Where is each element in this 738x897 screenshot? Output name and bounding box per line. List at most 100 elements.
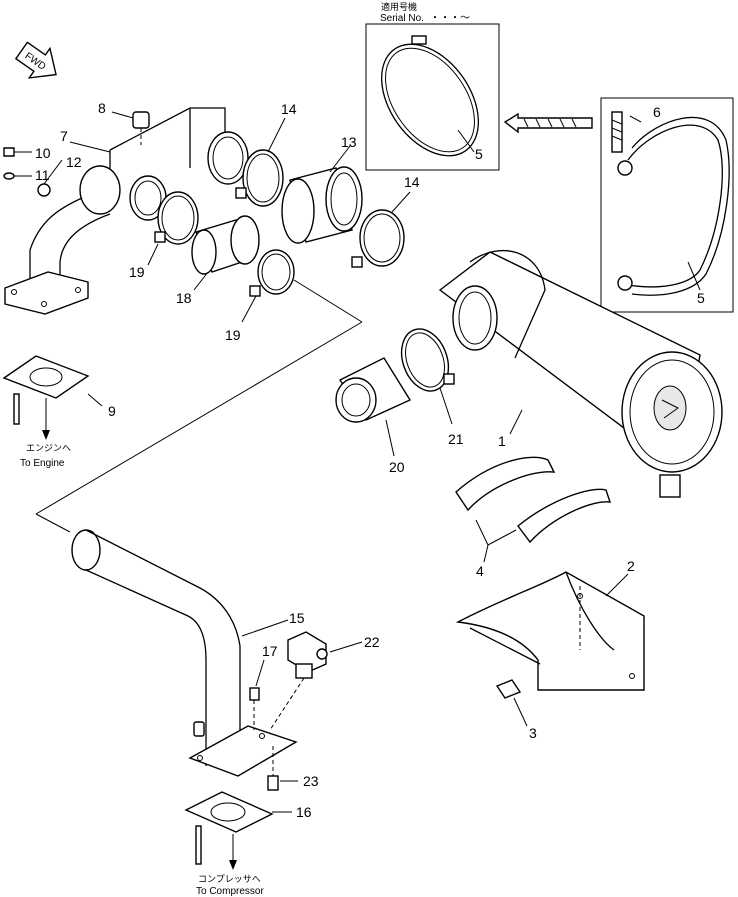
leader-9 <box>87 393 103 407</box>
pipe-top-edge <box>109 107 226 151</box>
gasket-16-group: コンプレッサへ To Compressor <box>184 791 292 897</box>
stud-16 <box>195 825 202 865</box>
callout-6: 6 <box>653 104 661 120</box>
callout-22: 22 <box>364 634 380 650</box>
callout-23: 23 <box>303 773 319 789</box>
bolt-17 <box>249 687 260 701</box>
serial-title-jp: 適用号機 <box>381 1 417 13</box>
leader-2 <box>605 573 629 597</box>
pointer-arrow <box>503 112 593 134</box>
strap-eye-bottom <box>617 275 633 291</box>
sensor-22-base <box>295 663 313 679</box>
elbow-inner-curve <box>59 213 111 263</box>
callout-11: 11 <box>35 167 50 183</box>
fwd-arrow: FWD <box>14 41 57 79</box>
band-ring-inset <box>380 43 480 157</box>
pipe-outlet-upper <box>207 131 249 185</box>
plug-8 <box>132 111 150 129</box>
callout-16: 16 <box>296 804 312 820</box>
clamp-19-lower-screw <box>249 285 261 297</box>
clamp-14-upper-screw <box>235 187 247 199</box>
leader-18 <box>193 271 209 291</box>
callout-4: 4 <box>476 563 484 579</box>
hose-18-end-b <box>230 215 260 265</box>
leader-14b <box>391 191 411 213</box>
saddle-4a <box>455 456 556 512</box>
leader-6 <box>629 115 642 123</box>
bolt-10-group <box>3 147 32 180</box>
leader-19a <box>147 243 159 266</box>
leader-12 <box>43 159 63 185</box>
callout-9: 9 <box>108 403 116 419</box>
serial-title-en: Serial No. <box>380 13 424 24</box>
callout-1: 1 <box>498 433 506 449</box>
callout-5-serial: 5 <box>475 146 483 162</box>
callout-5-strap: 5 <box>697 290 705 306</box>
lower-pipe-15 <box>71 529 298 777</box>
leader-17 <box>255 659 265 687</box>
band-ring-inner <box>385 47 475 153</box>
bolt-10 <box>3 147 15 157</box>
engine-label-en: To Engine <box>20 458 65 469</box>
callout-19-lower: 19 <box>225 327 241 343</box>
callout-14-lower: 14 <box>404 174 420 190</box>
callout-20: 20 <box>389 459 405 475</box>
leader-5b <box>687 261 701 291</box>
engine-arrow-head <box>42 430 50 440</box>
leader-4 <box>483 544 489 563</box>
strap-eye-top <box>617 160 633 176</box>
stud-lower <box>193 721 205 737</box>
engine-label-jp: エンジンへ <box>26 444 71 454</box>
bolt-23 <box>267 775 279 791</box>
fwd-arrow-shape <box>14 41 57 79</box>
serial-box-frame <box>365 23 500 171</box>
strap-band-outer <box>631 116 730 296</box>
clamp-14-upper <box>242 149 284 207</box>
leader-20 <box>385 419 395 457</box>
compressor-label-jp: コンプレッサへ <box>198 874 261 885</box>
nut-12 <box>37 183 51 197</box>
leader-8 <box>111 111 134 119</box>
elbow-top <box>79 165 121 215</box>
leader-1 <box>509 409 523 435</box>
strap-inset <box>600 97 734 313</box>
lower-pipe-flange <box>188 725 298 777</box>
leader-14a <box>267 117 286 153</box>
clamp-19-lower <box>257 249 295 295</box>
callout-numbers: 1 2 3 4 5 5 6 7 8 9 10 11 12 13 14 14 15… <box>35 100 705 820</box>
bracket-2-group <box>455 571 645 727</box>
clamp-14-lower <box>359 209 405 267</box>
bolt-3 <box>495 679 522 699</box>
routing-lines <box>35 279 363 533</box>
hose-13-end-a <box>281 178 315 244</box>
gasket-9 <box>2 355 90 399</box>
callout-21: 21 <box>448 431 464 447</box>
hose-13-assembly <box>235 117 411 268</box>
leader-15 <box>241 619 289 637</box>
callout-18: 18 <box>176 290 192 306</box>
callout-12: 12 <box>66 154 82 170</box>
compressor-label-en: To Compressor <box>196 886 264 897</box>
callout-3: 3 <box>529 725 537 741</box>
washer-11 <box>3 172 15 180</box>
gasket-9-group: エンジンへ To Engine <box>2 355 103 469</box>
strap-bolt <box>611 111 623 153</box>
saddles-4 <box>455 456 612 563</box>
callout-14-upper: 14 <box>281 101 297 117</box>
pointer-arrow-shape <box>503 112 593 134</box>
clamp-21-screw <box>443 373 455 385</box>
air-cleaner-inlet <box>452 285 498 351</box>
band-clamp-screw <box>411 35 427 45</box>
elbow-flange <box>4 271 89 315</box>
elbow-outer-curve <box>29 197 83 251</box>
hose-18-assembly <box>147 191 295 323</box>
hose-18-end-a <box>191 229 217 275</box>
clamp-14-lower-screw <box>351 256 363 268</box>
upper-pipe-assembly <box>4 107 249 315</box>
callout-10: 10 <box>35 145 51 161</box>
serial-inset: 適用号機 Serial No. ・・・～ <box>365 1 500 171</box>
air-cleaner <box>438 249 723 498</box>
air-cleaner-inlet-hood <box>469 249 546 359</box>
